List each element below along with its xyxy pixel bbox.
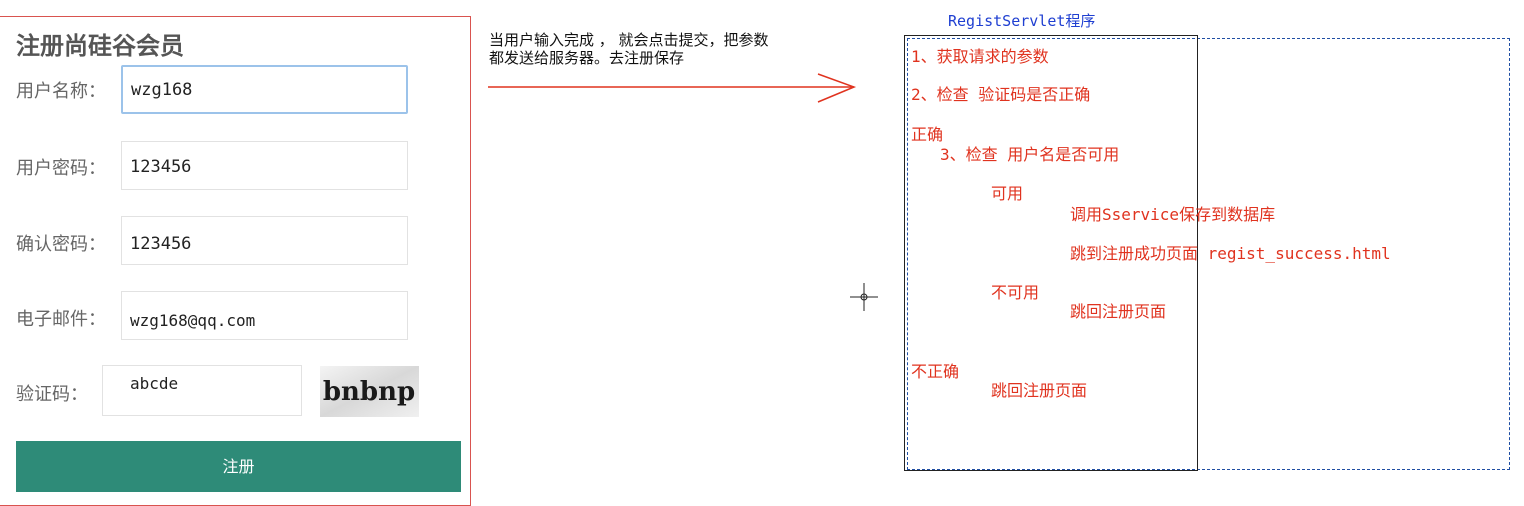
register-submit-button[interactable]: 注册 <box>16 441 461 492</box>
confirm-password-value: 123456 <box>130 234 192 254</box>
password-value: 123456 <box>130 157 192 177</box>
captcha-input[interactable]: abcde <box>102 365 302 416</box>
selection-box[interactable] <box>907 38 1510 470</box>
step-check-captcha: 2、检查 验证码是否正确 <box>911 85 1091 104</box>
step-check-username: 3、检查 用户名是否可用 <box>940 145 1120 164</box>
email-label: 电子邮件： <box>16 309 106 330</box>
username-label: 用户名称： <box>16 81 106 102</box>
step-incorrect: 不正确 <box>911 362 960 381</box>
annotation-note: 当用户输入完成 ， 就会点击提交，把参数 都发送给服务器。去注册保存 <box>489 31 769 67</box>
step-correct: 正确 <box>911 125 944 144</box>
email-input[interactable]: wzg168@qq.com <box>121 291 408 340</box>
servlet-title: RegistServlet程序 <box>948 12 1096 30</box>
step-unavailable: 不可用 <box>991 283 1040 302</box>
username-input[interactable]: wzg168 <box>121 65 408 114</box>
password-input[interactable]: 123456 <box>121 141 408 190</box>
form-title: 注册尚硅谷会员 <box>16 32 184 60</box>
captcha-label: 验证码： <box>16 384 88 405</box>
username-value: wzg168 <box>131 80 193 100</box>
captcha-image[interactable]: bnbnp <box>320 366 419 417</box>
step-back-register-2: 跳回注册页面 <box>991 381 1088 400</box>
confirm-password-label: 确认密码： <box>16 234 106 255</box>
register-form-panel: 注册尚硅谷会员 用户名称： wzg168 用户密码： 123456 确认密码： … <box>0 16 471 506</box>
crosshair-cursor-icon <box>850 283 878 311</box>
confirm-password-input[interactable]: 123456 <box>121 216 408 265</box>
email-value: wzg168@qq.com <box>130 311 256 330</box>
step-available: 可用 <box>991 184 1024 203</box>
captcha-value: abcde <box>130 374 179 393</box>
captcha-image-text: bnbnp <box>323 377 415 407</box>
servlet-box <box>904 35 1198 471</box>
step-back-register-1: 跳回注册页面 <box>1070 302 1167 321</box>
step-save-db: 调用Sservice保存到数据库 <box>1070 205 1276 224</box>
password-label: 用户密码： <box>16 158 106 179</box>
right-arrow-icon <box>488 73 857 103</box>
step-goto-success: 跳到注册成功页面 regist_success.html <box>1070 244 1391 263</box>
step-get-params: 1、获取请求的参数 <box>911 47 1049 66</box>
